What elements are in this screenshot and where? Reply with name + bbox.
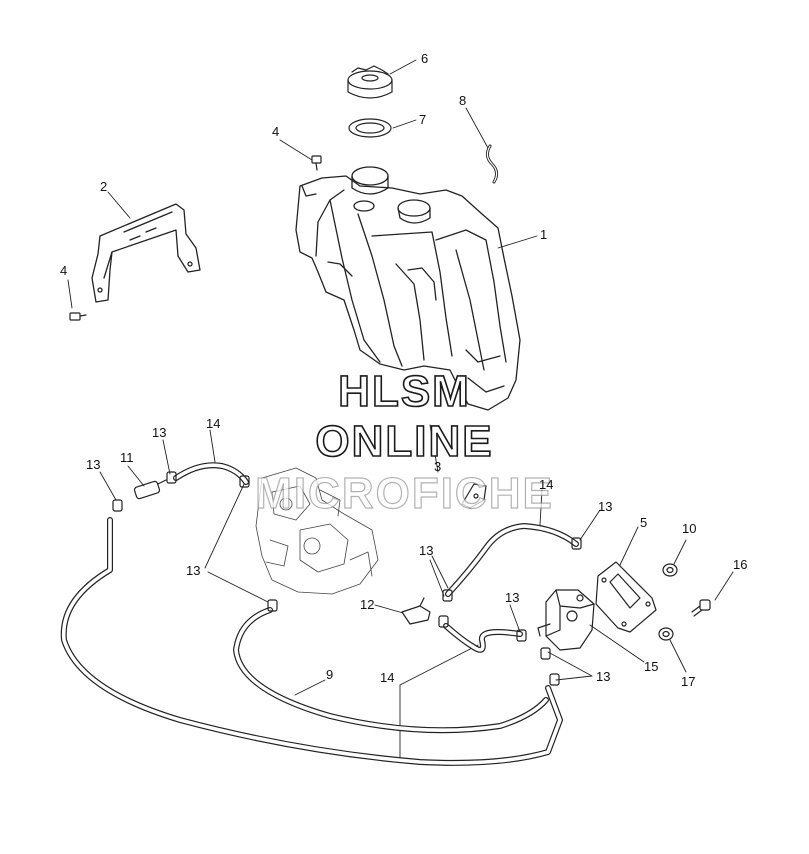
cap-gasket — [348, 118, 392, 138]
leader-lines — [67, 59, 734, 761]
callout-12: 12 — [360, 597, 375, 612]
callout-15: 15 — [644, 659, 659, 674]
fuel-filter — [133, 479, 167, 500]
callout-13-g: 13 — [596, 669, 611, 684]
fuel-pump — [537, 589, 595, 651]
bolt-upper — [311, 155, 322, 171]
bolt-lower — [69, 312, 87, 321]
callout-11: 11 — [120, 450, 134, 465]
watermark-line-1: HLSM — [337, 367, 471, 416]
watermark-line-3: MICROFICHE — [255, 469, 554, 518]
callout-6: 6 — [421, 51, 429, 66]
callout-13-f: 13 — [505, 590, 520, 605]
callout-8: 8 — [459, 93, 467, 108]
callout-14-b: 14 — [539, 477, 554, 492]
hose-clamps — [112, 471, 582, 686]
small-bracket — [461, 483, 487, 509]
callout-13-d: 13 — [419, 543, 434, 558]
fuel-cap — [347, 65, 393, 99]
callout-13-c: 13 — [186, 563, 201, 578]
hex-nut — [658, 627, 674, 641]
callout-3: 3 — [434, 459, 442, 474]
pump-gasket — [595, 561, 657, 633]
callout-13-a: 13 — [152, 425, 167, 440]
callout-5: 5 — [640, 515, 648, 530]
callout-4-upper: 4 — [272, 124, 280, 139]
callout-4-lower: 4 — [60, 263, 68, 278]
callout-10: 10 — [682, 521, 697, 536]
throttle-body-assembly — [255, 467, 379, 595]
tee-fitting — [401, 597, 431, 625]
callout-7: 7 — [419, 112, 427, 127]
callout-1: 1 — [540, 227, 548, 242]
fuel-tank — [295, 166, 521, 411]
mount-bolt — [691, 599, 711, 617]
watermark-line-2: ONLINE — [315, 417, 494, 466]
tank-bracket — [91, 203, 201, 303]
callout-14-c: 14 — [380, 670, 395, 685]
callout-2: 2 — [100, 179, 108, 194]
fuel-hose-long — [60, 517, 563, 766]
callout-13-e: 13 — [598, 499, 613, 514]
callout-13-b: 13 — [86, 457, 101, 472]
callout-16: 16 — [733, 557, 748, 572]
callout-9: 9 — [326, 667, 334, 682]
callout-17: 17 — [681, 674, 696, 689]
callout-14-a: 14 — [206, 416, 221, 431]
flange-nut — [662, 563, 678, 577]
